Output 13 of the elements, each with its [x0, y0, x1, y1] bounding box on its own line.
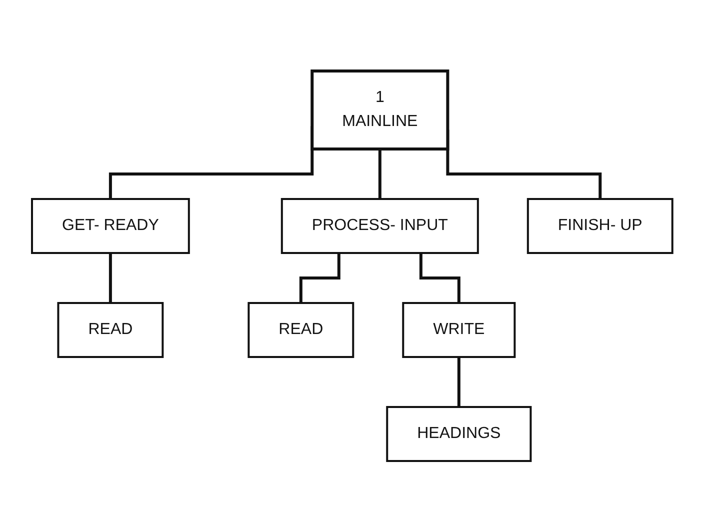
node-box: FINISH- UP: [526, 198, 674, 254]
node-box: 1 MAINLINE: [310, 70, 449, 150]
connector: [108, 253, 112, 304]
node-box: GET- READY: [30, 198, 190, 254]
connector: [419, 253, 460, 304]
node-box: READ: [57, 302, 164, 358]
connector: [378, 149, 382, 200]
connector: [299, 253, 340, 304]
node-box: READ: [248, 302, 354, 358]
node-box: PROCESS- INPUT: [280, 198, 479, 254]
connector: [457, 357, 460, 408]
node-box: WRITE: [402, 302, 516, 358]
node-box: HEADINGS: [386, 406, 532, 462]
